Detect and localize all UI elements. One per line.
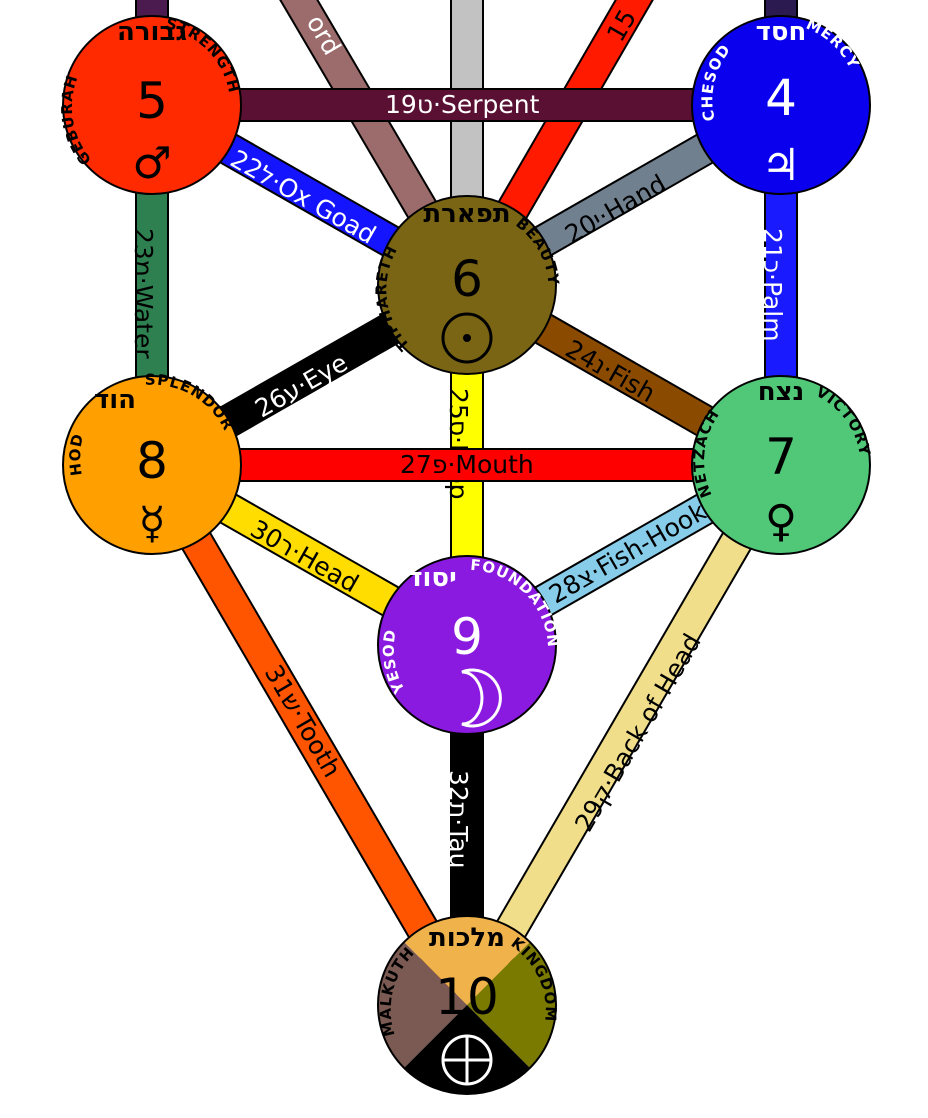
sephirah-tiphareth-number: 6 (451, 250, 483, 308)
sephirah-tiphareth: TIPHARETH BEAUTY תפארת 6 (372, 195, 562, 375)
path-p19-label: 19ט·Serpent (385, 90, 540, 119)
sephirah-netzach-number: 7 (765, 428, 797, 486)
path-p21-label: 21כ·Palm (758, 228, 787, 342)
sephirah-chesod-number: 4 (765, 69, 797, 127)
earth-icon (441, 1034, 493, 1086)
path-p19: 19ט·Serpent (152, 88, 781, 122)
sephirah-yesod-number: 9 (451, 608, 483, 666)
path-p31-label: 31ש·Tooth (259, 660, 347, 782)
sephirah-malkuth: MALKUTH KINGDOM מלכות 10 (377, 915, 559, 1095)
path-p27-label: 27פ·Mouth (400, 450, 534, 479)
path-p27: 27פ·Mouth (152, 448, 781, 482)
sephirah-yesod-hebrew: יסוד (407, 563, 457, 593)
sephirah-netzach-disc (691, 375, 871, 555)
sephirah-geburah-number: 5 (136, 72, 168, 130)
mars-icon: ♂ (132, 138, 171, 189)
sephirah-hod-number: 8 (136, 432, 168, 490)
sun-icon (441, 312, 493, 364)
moon-icon (461, 668, 502, 728)
path-p29-label: 29ק·Back of Head (569, 629, 707, 837)
sephirah-yesod: YESOD FOUNDATION יסוד 9 (377, 555, 561, 735)
sephirah-hod: HOD SPLENDOR הוד 8 ☿ (62, 371, 242, 555)
sephirah-chesod: CHESOD MERCY חסד 4 ♃ (691, 15, 871, 195)
mercury-icon: ☿ (138, 498, 165, 549)
sephirah-tiphareth-disc (377, 195, 557, 375)
jupiter-icon: ♃ (761, 140, 800, 191)
path-p23-label: 23מ·Water (129, 228, 158, 359)
path-p28-label: 28צ·Fish-Hook (544, 496, 711, 609)
sephirah-hod-disc (62, 375, 242, 555)
path-p31-fill (139, 457, 480, 1013)
sephirah-chesod-disc (691, 15, 871, 195)
sephirah-geburah: GEBURAH STRENGTH גבורה 5 ♂ (58, 14, 242, 195)
sephirah-malkuth-hebrew: מלכות (429, 923, 505, 953)
sephirah-tiphareth-hebrew: תפארת (423, 199, 510, 229)
sephirah-chesod-hebrew: חסד (756, 17, 807, 47)
path-p32-label: 32ת·Tau (444, 770, 473, 869)
sephirah-netzach: NETZACH VICTORY נצח 7 ♀ (690, 375, 873, 555)
sephirah-malkuth-number: 10 (435, 968, 499, 1026)
sephirah-geburah-disc (62, 15, 242, 195)
sephirah-netzach-hebrew: נצח (758, 377, 805, 407)
path-p29-fill (454, 457, 794, 1013)
venus-icon: ♀ (765, 496, 797, 547)
path-p22-label: 22ל·Ox Goad (226, 144, 381, 250)
sephirah-geburah-hebrew: גבורה (117, 17, 187, 47)
sephirah-hod-name: HOD (66, 432, 87, 477)
sephirah-hod-hebrew: הוד (94, 385, 136, 415)
sephirah-malkuth-disc (377, 915, 557, 1095)
sephirah-yesod-disc (377, 555, 557, 735)
path-p25-label: 25ס·Prop (444, 388, 473, 500)
